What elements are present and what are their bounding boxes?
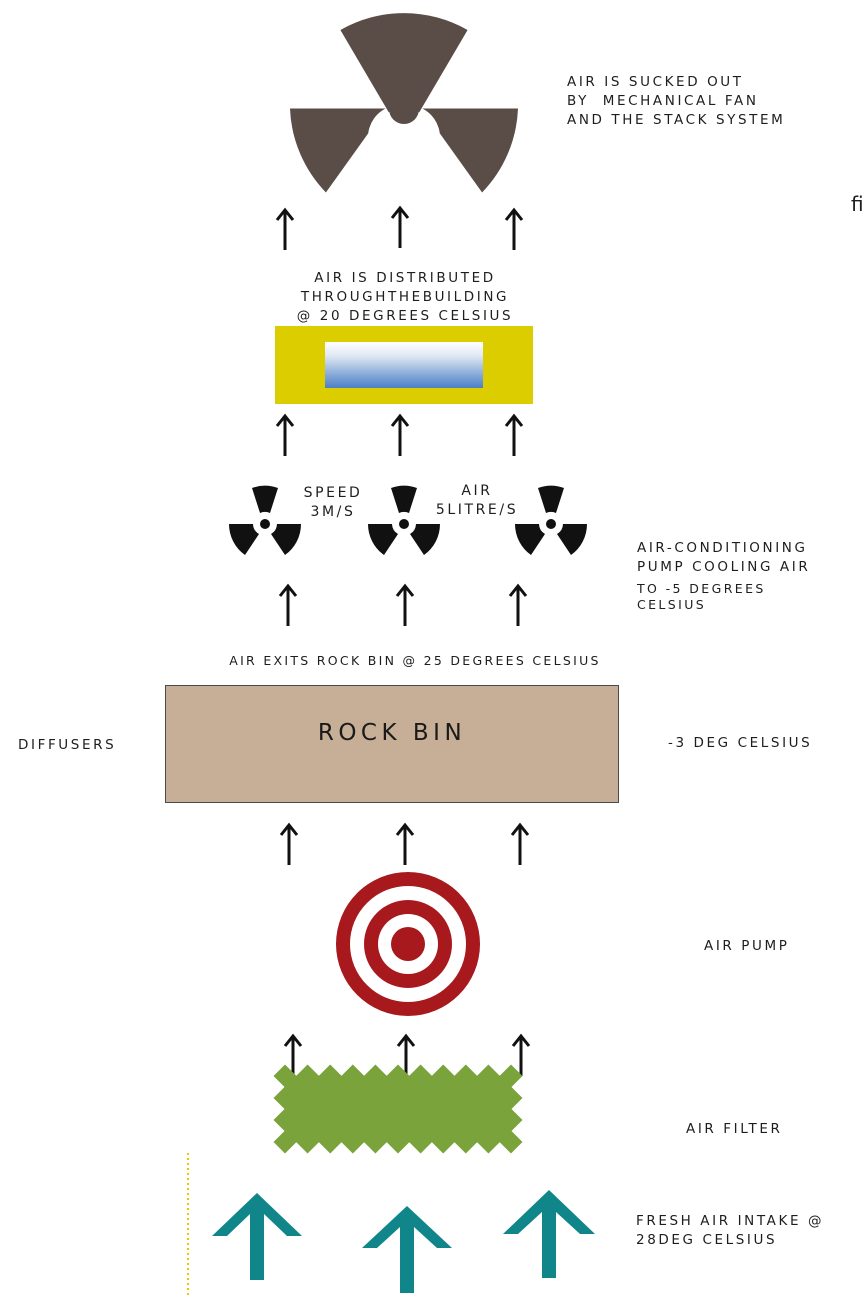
air-volume-label: AIR 5LITRE/S (435, 483, 519, 518)
arrows-to-ac-fans (278, 584, 528, 628)
rock-bin: ROCK BIN (165, 685, 619, 803)
filter-diamond (499, 1130, 523, 1154)
filter-diamond (273, 1130, 297, 1154)
exhaust-fan-icon (290, 13, 518, 193)
ac-cooling-label: AIR-CONDITIONING PUMP COOLING AIR (637, 540, 811, 575)
intake-arrow-icon (503, 1190, 595, 1278)
ac-fan-icon (368, 485, 440, 555)
filter-diamond (341, 1130, 365, 1154)
filter-diamond (386, 1130, 410, 1154)
ac-fan-icon (229, 485, 301, 555)
arrows-to-rock-bin (279, 823, 530, 867)
filter-diamond (431, 1130, 455, 1154)
intake-arrow-icon (212, 1193, 302, 1280)
ac-cooling-sublabel: TO -5 DEGREES CELSIUS (637, 581, 766, 612)
distributed-label: AIR IS DISTRIBUTED THROUGHTHEBUILDING @ … (296, 270, 514, 324)
speed-label: SPEED 3M/S (303, 485, 363, 520)
filter-diamond (363, 1130, 387, 1154)
diffusers-label: DIFFUSERS (18, 737, 117, 753)
air-pump-target-icon (336, 872, 480, 1016)
edge-text-fragment: fi (851, 192, 864, 216)
air-filter-grid-icon (273, 1064, 523, 1154)
intake-arrow-icon (362, 1206, 452, 1293)
rock-bin-label: ROCK BIN (317, 720, 467, 746)
coil-core (325, 342, 483, 388)
rock-bin-temp-label: -3 DEG CELSIUS (668, 735, 813, 751)
filter-diamond (454, 1130, 478, 1154)
air-exits-label: AIR EXITS ROCK BIN @ 25 DEGREES CELSIUS (229, 653, 601, 668)
air-pump-label: AIR PUMP (704, 938, 790, 954)
filter-diamond (409, 1130, 433, 1154)
filter-diamond (318, 1130, 342, 1154)
fresh-air-label: FRESH AIR INTAKE @ 28DEG CELSIUS (636, 1213, 825, 1248)
air-filter-label: AIR FILTER (686, 1121, 783, 1137)
filter-diamond (476, 1130, 500, 1154)
arrows-to-coil (275, 414, 524, 458)
filter-diamond (296, 1130, 320, 1154)
exhaust-label: AIR IS SUCKED OUT BY MECHANICAL FAN AND … (567, 74, 786, 128)
arrows-to-exhaust (275, 206, 524, 252)
heating-coil (275, 326, 533, 404)
ac-fan-icon (515, 485, 587, 555)
